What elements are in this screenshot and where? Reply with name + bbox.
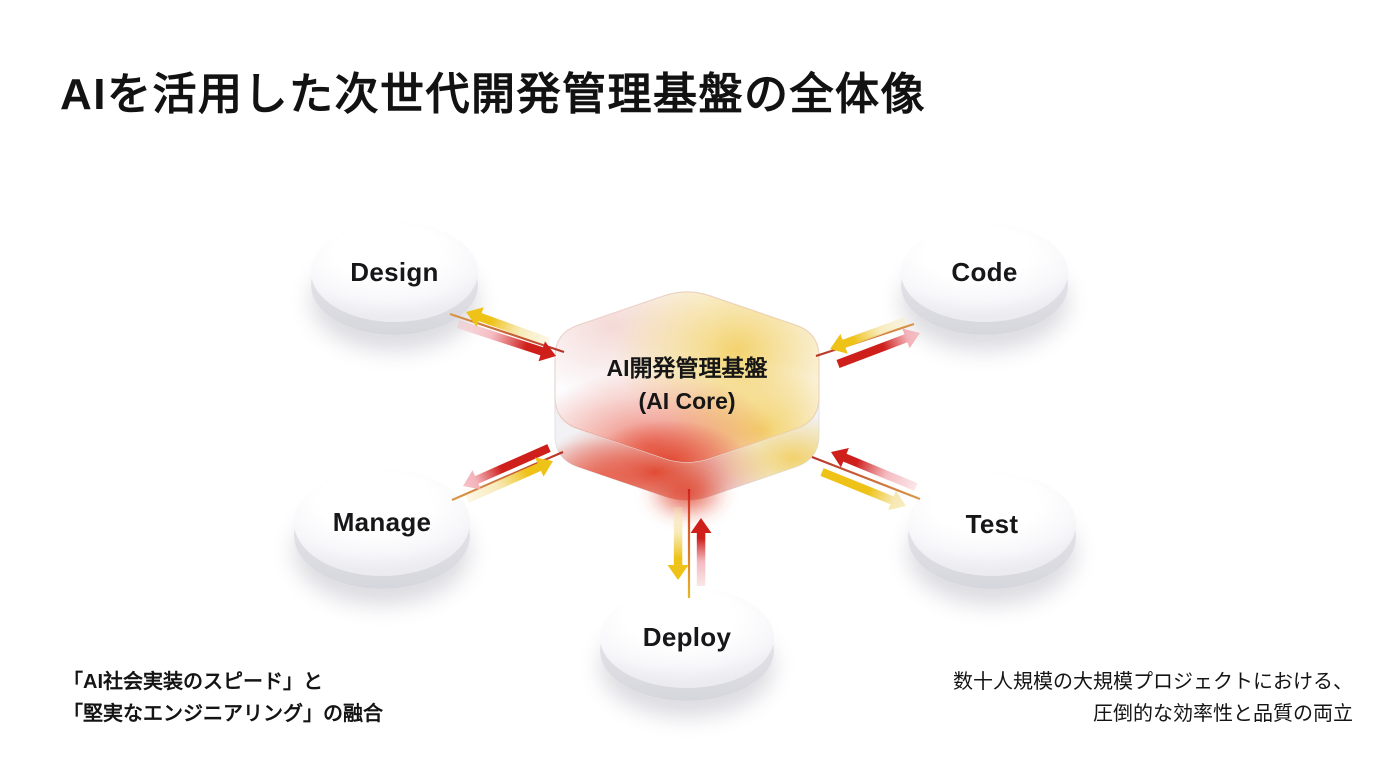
footnote-right: 数十人規模の大規模プロジェクトにおける、 圧倒的な効率性と品質の両立 (953, 666, 1353, 730)
node-code: Code (901, 223, 1068, 335)
node-design-face: Design (311, 222, 478, 322)
node-code-face: Code (901, 223, 1068, 322)
link-line-test (811, 455, 921, 501)
node-design: Design (311, 222, 478, 335)
core-label: AI開発管理基盤 (AI Core) (557, 352, 817, 418)
node-test: Test (908, 472, 1076, 589)
arrow-test-to-core (831, 448, 918, 491)
footnote-left-line2: 「堅実なエンジニアリング」の融合 (63, 703, 383, 725)
footnote-left-line1: 「AI社会実装のスピード」と (63, 671, 323, 693)
arrow-core-to-deploy (667, 507, 689, 580)
page-title: AIを活用した次世代開発管理基盤の全体像 (60, 70, 926, 119)
node-test-label: Test (965, 508, 1019, 539)
node-design-label: Design (350, 256, 439, 287)
core-hexagon-bottom-glow (555, 414, 819, 501)
core-label-line1: AI開発管理基盤 (606, 355, 768, 381)
footnote-right-line2: 圧倒的な効率性と品質の両立 (1093, 703, 1353, 725)
node-test-face: Test (908, 472, 1076, 576)
arrow-code-to-core (830, 317, 908, 354)
node-deploy-label: Deploy (642, 622, 732, 652)
node-manage: Manage (294, 469, 470, 589)
arrow-deploy-to-core (690, 518, 712, 586)
flow-arrows (456, 307, 920, 586)
footnote-left: 「AI社会実装のスピード」と 「堅実なエンジニアリング」の融合 (63, 666, 383, 730)
arrow-core-to-test (820, 468, 906, 511)
footnote-right-line1: 数十人規模の大規模プロジェクトにおける、 (953, 671, 1353, 693)
core-red-bleed (645, 466, 729, 522)
node-deploy-face: Deploy (600, 587, 774, 688)
node-manage-face: Manage (294, 469, 470, 576)
node-code-label: Code (951, 257, 1018, 287)
node-manage-label: Manage (332, 507, 432, 537)
arrow-core-to-design (466, 307, 551, 346)
core-label-line2: (AI Core) (638, 388, 736, 414)
link-line-code (815, 322, 915, 358)
arrow-manage-to-core (465, 457, 553, 503)
arrow-core-to-manage (463, 444, 551, 490)
node-deploy: Deploy (600, 587, 774, 701)
